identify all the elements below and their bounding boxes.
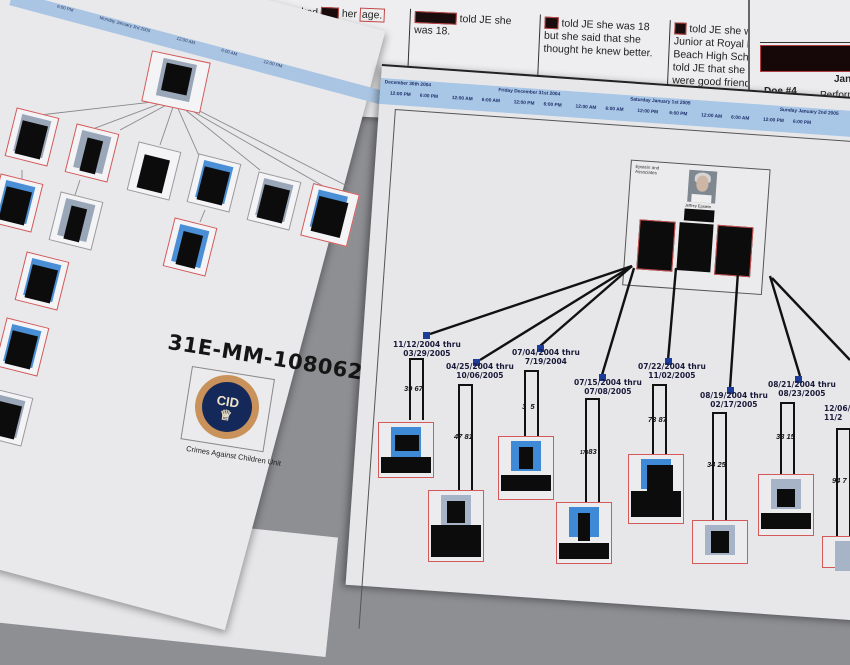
redaction-bar — [501, 475, 551, 491]
redaction-bar — [578, 513, 590, 541]
range-text: 08/19/2004 thru 02/17/2005 — [700, 391, 768, 409]
redaction-bar — [647, 465, 673, 493]
range-text: 07/04/2004 thru 7/19/2004 — [512, 348, 580, 366]
count-out: 47 — [454, 432, 463, 441]
redaction-bar — [395, 435, 419, 451]
redaction-bar — [631, 491, 681, 517]
redaction-bar — [711, 531, 729, 553]
photo — [835, 541, 850, 571]
range-text: 12/06/ 11/2 — [824, 404, 850, 422]
link-node[interactable] — [665, 358, 672, 365]
link-counts: 73 87 — [648, 415, 667, 424]
link-loop-arrow — [524, 370, 539, 438]
count-out: 39 — [404, 384, 413, 393]
redacted-person-card — [692, 520, 748, 564]
jane-doe-label: Jane Do — [834, 74, 850, 85]
count-in: 67 — [414, 384, 423, 393]
link-date-range: 07/04/2004 thru 7/19/2004 — [512, 348, 580, 366]
range-text: 04/25/2004 thru 10/06/2005 — [446, 362, 514, 380]
link-date-range: 07/22/2004 thru 11/02/2005 — [638, 362, 706, 380]
table-rule — [760, 42, 850, 43]
link-counts: 34 25 — [707, 460, 726, 469]
count-in: 83 — [588, 447, 597, 456]
link-loop-arrow — [409, 358, 424, 420]
link-node[interactable] — [727, 387, 734, 394]
link-date-range: 08/19/2004 thru 02/17/2005 — [700, 391, 768, 409]
count-out: 173 — [580, 450, 589, 456]
count-out: 34 — [707, 460, 716, 469]
redacted-person-card — [378, 422, 434, 478]
redaction-bar — [431, 525, 481, 557]
link-node[interactable] — [473, 359, 480, 366]
link-date-range: 07/15/2004 thru 07/08/2005 — [574, 378, 642, 396]
link-date-range: 08/21/2004 thru 08/23/2005 — [768, 380, 836, 398]
link-node[interactable] — [537, 345, 544, 352]
count-out: 73 — [648, 415, 657, 424]
link-loop-arrow — [712, 412, 727, 524]
redaction-bar — [559, 543, 609, 559]
redaction-bar — [760, 45, 850, 72]
link-loop-arrow — [780, 402, 795, 474]
redacted-person-card — [628, 454, 684, 524]
link-loop-arrow — [458, 384, 473, 490]
count-in: 5 — [530, 402, 535, 411]
range-text: 11/12/2004 thru 03/29/2005 — [393, 340, 461, 358]
count-in: 7 — [842, 476, 847, 485]
link-node[interactable] — [795, 376, 802, 383]
redacted-person-card — [556, 502, 612, 564]
org-chart-edges — [21, 99, 356, 223]
link-counts: 94 7 — [832, 476, 847, 485]
count-in: 81 — [464, 432, 473, 441]
redacted-person-card — [498, 436, 554, 500]
range-text: 07/22/2004 thru 11/02/2005 — [638, 362, 706, 380]
link-counts: 38 15 — [776, 432, 795, 441]
link-counts: 47 81 — [454, 432, 473, 441]
link-loop-arrow — [652, 384, 667, 456]
redaction-bar — [519, 447, 533, 469]
link-counts: 17383 — [580, 447, 597, 456]
redaction-bar — [777, 489, 795, 507]
range-text: 07/15/2004 thru 07/08/2005 — [574, 378, 642, 396]
redaction-bar — [447, 501, 465, 523]
redacted-person-card — [822, 536, 850, 571]
count-out: 38 — [776, 432, 785, 441]
count-out: 94 — [832, 476, 841, 485]
redacted-person-card — [758, 474, 814, 536]
link-node[interactable] — [423, 332, 430, 339]
link-date-range: 11/12/2004 thru 03/29/2005 — [393, 340, 461, 358]
link-counts: 39 67 — [404, 384, 423, 393]
link-counts: 3 5 — [522, 402, 535, 411]
link-node[interactable] — [599, 374, 606, 381]
redacted-person-card — [428, 490, 484, 562]
link-date-range: 12/06/ 11/2 — [824, 404, 850, 422]
redaction-bar — [761, 513, 811, 529]
range-text: 08/21/2004 thru 08/23/2005 — [768, 380, 836, 398]
link-loop-arrow — [585, 398, 600, 504]
link-date-range: 04/25/2004 thru 10/06/2005 — [446, 362, 514, 380]
count-out: 3 — [522, 402, 527, 411]
count-in: 25 — [717, 460, 726, 469]
redaction-bar — [381, 457, 431, 473]
count-in: 15 — [786, 432, 795, 441]
count-in: 87 — [658, 415, 667, 424]
link-edges — [429, 264, 850, 389]
